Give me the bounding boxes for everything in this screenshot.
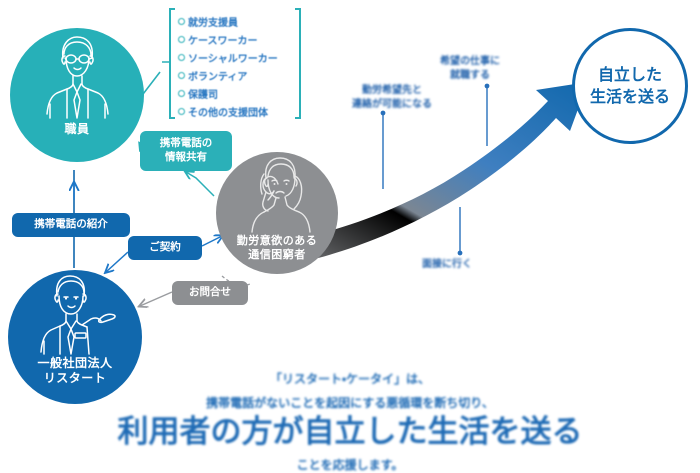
list-item-label: ケースワーカー [188, 35, 258, 47]
bottom-copy-line4: ことを応援します。 [296, 457, 404, 472]
circle-bullet-icon [178, 53, 185, 61]
annotation-contact-employers: 勤労希望先と 連絡が可能になる [352, 85, 432, 110]
bottom-copy-line2: 携帯電話がないことを起因にする悪循環を断ち切り、 [206, 396, 494, 410]
list-item-label: ボランティア [188, 71, 248, 83]
worried-person-icon [251, 157, 311, 233]
support-roles-list: 就労支援員 ケースワーカー ソーシャルワーカー ボランティア 保護司 その他の支… [168, 4, 308, 122]
node-staff-label: 職員 [64, 122, 90, 136]
list-item: ボランティア [178, 66, 278, 84]
annotation-get-desired-job: 希望の仕事に 就職する [440, 56, 500, 81]
list-item: その他の支援団体 [178, 102, 278, 120]
bottom-copy-line1: 「リスタート・ケータイ」は、 [269, 372, 431, 386]
node-restart-org-label: 一般社団法人 リスタート [37, 356, 113, 385]
list-item: ケースワーカー [178, 30, 278, 48]
circle-bullet-icon [178, 71, 185, 79]
circle-bullet-icon [178, 17, 185, 25]
list-item: 就労支援員 [178, 12, 278, 30]
pill-phone-info-sharing: 携帯電話の 情報共有 [140, 131, 232, 171]
person-presenting-icon [40, 275, 116, 355]
node-goal-label: 自立した 生活を送る [589, 65, 670, 106]
node-goal: 自立した 生活を送る [572, 28, 688, 144]
node-person-in-need: 勤労意欲のある 通信困窮者 [216, 152, 338, 274]
circle-bullet-icon [178, 89, 185, 97]
list-item-label: ソーシャルワーカー [188, 53, 278, 65]
circle-bullet-icon [178, 107, 185, 115]
list-item-label: その他の支援団体 [188, 107, 268, 119]
node-restart-org: 一般社団法人 リスタート [8, 270, 142, 404]
node-staff: 職員 [10, 28, 144, 162]
pill-phone-introduction: 携帯電話の紹介 [12, 213, 130, 237]
bottom-copy: 「リスタート・ケータイ」は、 携帯電話がないことを起因にする悪循環を断ち切り、 … [0, 370, 700, 473]
list-item-label: 保護司 [188, 89, 218, 101]
pill-inquiry: お問合せ [172, 281, 248, 305]
pill-contract-label: ご契約 [149, 241, 181, 254]
pill-inquiry-label: お問合せ [189, 286, 231, 299]
bottom-copy-headline: 利用者の方が自立した生活を送る [117, 414, 583, 450]
pill-phone-info-sharing-label: 携帯電話の 情報共有 [159, 137, 213, 163]
list-item-label: 就労支援員 [188, 17, 238, 29]
pill-contract: ご契約 [128, 236, 202, 260]
person-with-glasses-icon [46, 36, 109, 119]
annotation-go-to-interview: 面接に行く [422, 259, 472, 270]
circle-bullet-icon [178, 35, 185, 43]
list-item: ソーシャルワーカー [178, 48, 278, 66]
pill-phone-introduction-label: 携帯電話の紹介 [34, 218, 108, 231]
list-item: 保護司 [178, 84, 278, 102]
node-person-in-need-label: 勤労意欲のある 通信困窮者 [236, 234, 318, 261]
